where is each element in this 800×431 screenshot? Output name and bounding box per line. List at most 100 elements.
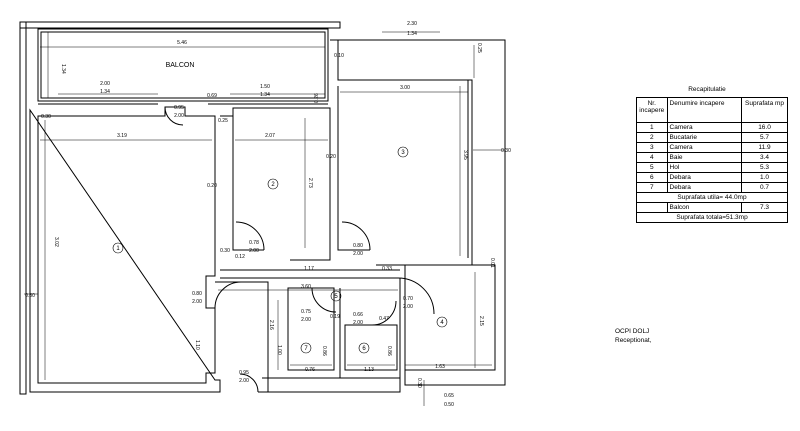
cell-nr: 4 (636, 152, 668, 163)
recap-table-block: Recapitulatie Nr. incapere Denumire inca… (636, 86, 788, 223)
dim-069: 0.69 (207, 93, 217, 99)
stamp-line-2: Receptionat, (615, 337, 652, 344)
cell-nr: 7 (636, 182, 668, 193)
dim-door-bal-bot: 2.00 (174, 113, 184, 119)
dim-030-a: 0.30 (41, 114, 51, 120)
header-nr: Nr. incapere (636, 97, 668, 123)
cell-area: 1.0 (741, 172, 788, 183)
dim-110: 1.10 (194, 340, 200, 350)
table-row: 7 Debara 0.7 (636, 182, 788, 193)
total-area: Suprafata totala=51.3mp (636, 212, 788, 223)
dim-win-b-bot: 1.34 (260, 92, 270, 98)
dim-debara6-w: 1.13 (364, 367, 374, 373)
dim-room2-width: 2.07 (265, 133, 275, 139)
balcon-area: 7.3 (741, 202, 788, 213)
table-row: 5 Hol 5.3 (636, 162, 788, 173)
dim-entry-bot: 2.00 (239, 378, 249, 384)
room-number-2: 2 (271, 182, 275, 188)
dim-room3-width: 3.00 (400, 85, 410, 91)
room-number-7: 7 (304, 346, 308, 352)
dim-025-b: 0.25 (476, 43, 482, 53)
dim-hall-length: 3.60 (301, 284, 311, 290)
dim-100: 1.00 (276, 345, 282, 355)
dim-019: 0.19 (330, 314, 340, 320)
cell-empty (636, 202, 668, 213)
recap-header-row: Nr. incapere Denumire incapere Suprafata… (636, 97, 788, 123)
room-number-6: 6 (362, 346, 366, 352)
dim-bath-163: 1.63 (435, 364, 445, 370)
dim-debara-086: 0.86 (321, 346, 327, 356)
room-number-5: 5 (334, 294, 338, 300)
cell-nr: 3 (636, 142, 668, 153)
cell-name: Hol (666, 162, 743, 173)
balcon-row: Balcon 7.3 (636, 202, 788, 213)
room-number-4: 4 (440, 320, 444, 326)
table-row: 3 Camera 11.9 (636, 142, 788, 153)
dim-win-a-top: 2.00 (100, 81, 110, 87)
cell-name: Bucatarie (666, 132, 743, 143)
header-area: Suprafata mp (741, 97, 788, 123)
dim-entry-top: 0.95 (239, 370, 249, 376)
dim-door-bal-top: 0.95 (174, 105, 184, 111)
dim-030-left: 0.30 (25, 293, 35, 299)
dim-030-b: 0.30 (220, 248, 230, 254)
recap-table: Nr. incapere Denumire incapere Suprafata… (636, 97, 788, 223)
dim-door6-bot: 2.00 (353, 320, 363, 326)
cell-area: 11.9 (741, 142, 788, 153)
dim-hall-216: 2.16 (268, 320, 274, 330)
dim-001: 0.01 (489, 258, 495, 268)
dim-debara7-w: 0.76 (305, 367, 315, 373)
dim-room2-height: 2.73 (307, 178, 313, 188)
dim-door7-top: 0.75 (301, 309, 311, 315)
header-name: Denumire incapere (666, 97, 743, 123)
cell-name: Camera (666, 142, 743, 153)
dim-026: 0.26 (314, 93, 320, 103)
dim-room1-height: 3.02 (53, 237, 59, 247)
dim-door4-bot: 2.00 (403, 304, 413, 310)
cell-area: 16.0 (741, 122, 788, 133)
table-row: 1 Camera 16.0 (636, 122, 788, 133)
room-number-1: 1 (116, 246, 120, 252)
cell-name: Debara (666, 172, 743, 183)
dim-win-a-bot: 1.34 (100, 89, 110, 95)
util-total: Suprafata utila= 44.0mp (636, 192, 788, 203)
floor-plan: BALCON 2.30 1.34 5.46 1.34 2.00 1.34 1.5… (19, 21, 511, 408)
dim-top-right-a: 2.30 (407, 21, 417, 27)
cell-nr: 1 (636, 122, 668, 133)
dim-012: 0.12 (235, 254, 245, 260)
dim-door4-top: 0.70 (403, 296, 413, 302)
balcon-name: Balcon (666, 202, 743, 213)
dim-balcon-length: 5.46 (177, 40, 187, 46)
dim-top-right-b: 1.34 (407, 31, 417, 37)
table-row: 6 Debara 1.0 (636, 172, 788, 183)
dim-047: 0.47 (379, 316, 389, 322)
dim-door3-top: 0.80 (353, 243, 363, 249)
room-number-3: 3 (401, 150, 405, 156)
dim-balcon-width: 1.34 (60, 64, 66, 74)
stamp-line-1: OCPI DOLJ (615, 328, 650, 335)
recap-title: Recapitulatie (688, 86, 726, 93)
dim-bottom-050: 0.50 (444, 402, 454, 408)
dim-door7-bot: 2.00 (301, 317, 311, 323)
dim-bottom-065: 0.65 (444, 393, 454, 399)
dim-door6-top: 0.66 (353, 312, 363, 318)
dim-030-bottom: 0.30 (416, 378, 422, 388)
balcon-label: BALCON (166, 62, 195, 69)
cell-nr: 6 (636, 172, 668, 183)
table-row: 4 Baie 3.4 (636, 152, 788, 163)
util-row: Suprafata utila= 44.0mp (636, 192, 788, 203)
cell-area: 0.7 (741, 182, 788, 193)
dim-020-a: 0.20 (326, 154, 336, 160)
dim-win-b-top: 1.50 (260, 84, 270, 90)
dim-room1-width: 3.19 (117, 133, 127, 139)
dim-010: 0.10 (334, 53, 344, 59)
dim-debara-086-b: 0.86 (386, 346, 392, 356)
receipt-stamp: OCPI DOLJ Receptionat, (615, 327, 652, 345)
cell-name: Camera (666, 122, 743, 133)
cell-nr: 5 (636, 162, 668, 173)
dim-030-right: 0.30 (501, 148, 511, 154)
dim-door1-top: 0.80 (192, 291, 202, 297)
dim-door1-bot: 2.00 (192, 299, 202, 305)
cell-area: 3.4 (741, 152, 788, 163)
cell-name: Debara (666, 182, 743, 193)
